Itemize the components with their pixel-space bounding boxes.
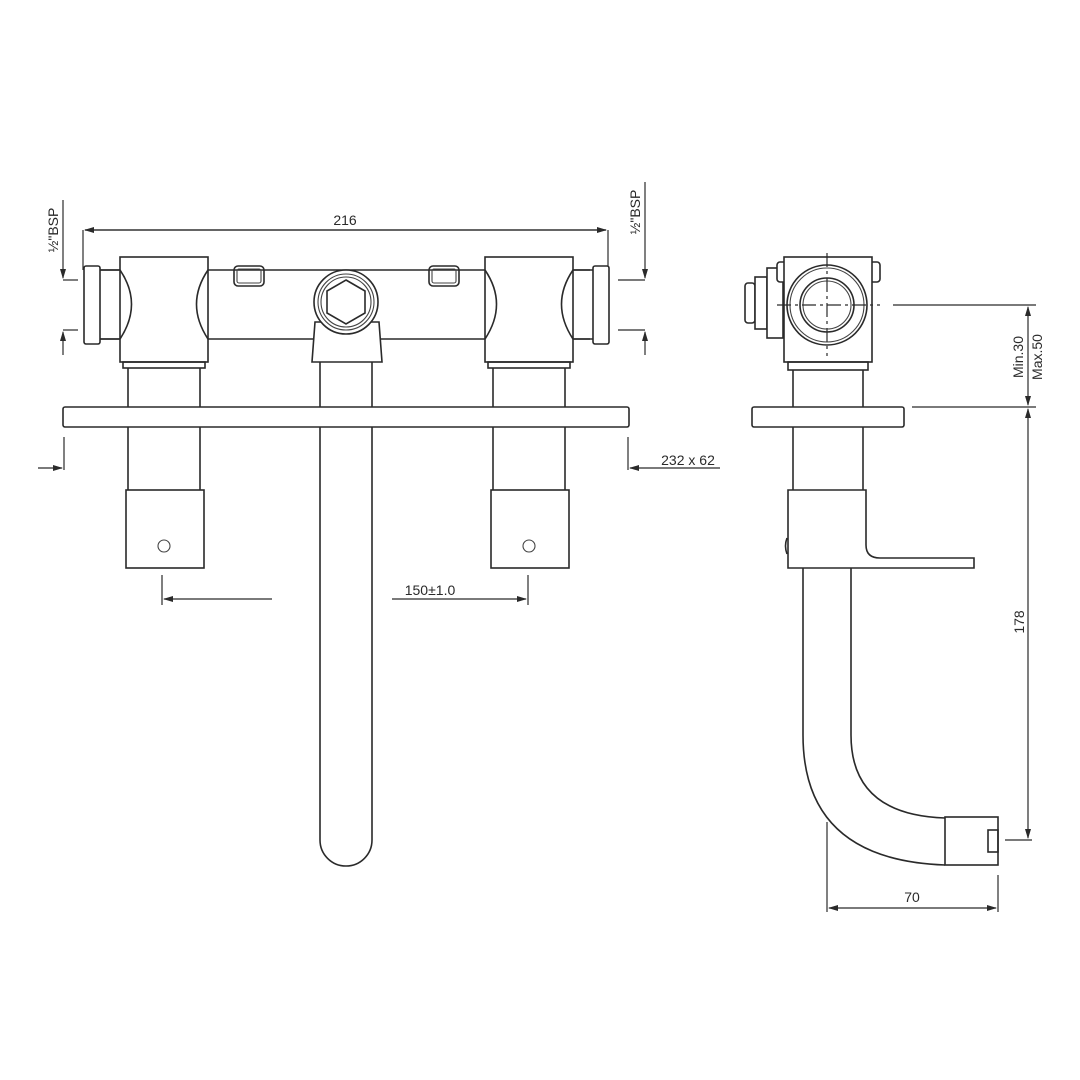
dim-inlet-right: ½"BSP — [618, 182, 648, 355]
dim-handle-centres-label: 150±1.0 — [405, 582, 456, 598]
valve-stems — [122, 361, 571, 407]
dim-plate-label: 232 x 62 — [661, 452, 715, 468]
hex-fitting — [313, 269, 379, 335]
dim-wall-depth: Min.30 Max.50 — [893, 304, 1045, 408]
dim-overall-width-label: 216 — [333, 212, 357, 228]
side-spout-inner — [850, 568, 946, 819]
spout-front — [319, 427, 373, 867]
front-view: 216 ½"BSP ½"BSP — [38, 182, 720, 867]
side-wall-plate — [751, 406, 905, 428]
handle-left — [125, 489, 205, 569]
wall-plate — [62, 406, 630, 428]
dim-spout-height: 178 — [1005, 408, 1032, 841]
dim-plate: 232 x 62 — [38, 437, 720, 471]
dim-inlet-left: ½"BSP — [45, 200, 78, 355]
dim-spout-projection-label: 70 — [904, 889, 920, 905]
manifold-body — [83, 256, 610, 363]
side-handle-lever — [787, 489, 975, 569]
dim-wall-depth-min-label: Min.30 — [1010, 336, 1026, 378]
handles-front — [125, 427, 570, 569]
side-spout-outer — [802, 568, 946, 866]
dim-spout-projection: 70 — [826, 822, 999, 912]
dim-inlet-left-label: ½"BSP — [45, 208, 61, 253]
side-valve-block — [783, 256, 873, 363]
dim-wall-depth-max-label: Max.50 — [1029, 334, 1045, 380]
handle-right — [490, 489, 570, 569]
dim-overall-width: 216 — [82, 212, 609, 270]
dim-spout-height-label: 178 — [1011, 610, 1027, 634]
slot-right — [428, 265, 460, 287]
dim-inlet-right-label: ½"BSP — [627, 190, 643, 235]
spout-aerator — [944, 816, 999, 866]
slot-left — [233, 265, 265, 287]
dim-handle-centres: 150±1.0 — [161, 575, 529, 605]
side-view: Min.30 Max.50 178 70 — [744, 253, 1045, 912]
